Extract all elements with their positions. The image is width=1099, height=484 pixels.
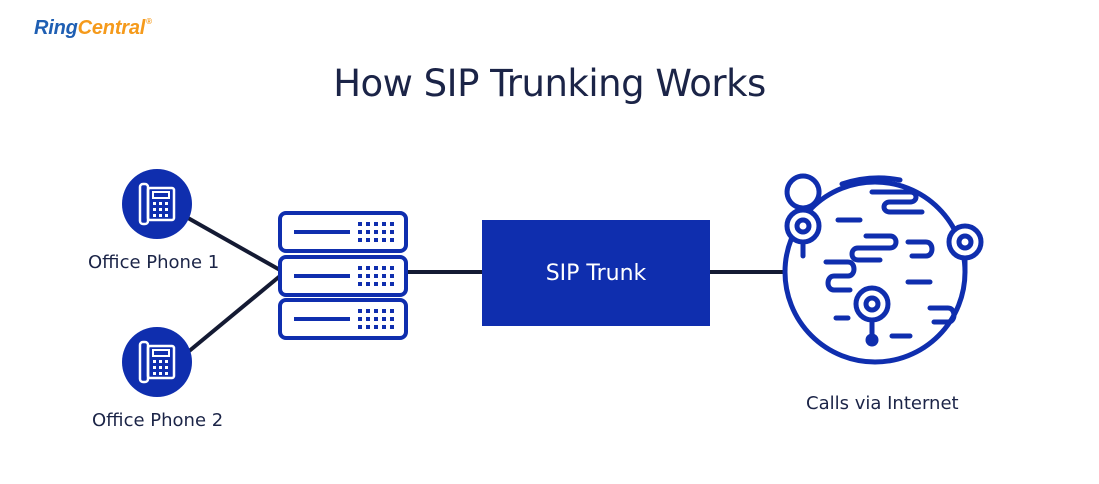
connector-phone2-server [186, 274, 282, 354]
sip-trunk-box: SIP Trunk [482, 220, 710, 326]
connector-phone1-server [187, 216, 281, 272]
ringcentral-logo: RingCentral® [34, 17, 152, 39]
server-vent-dots [358, 222, 394, 329]
office-phone-1-label: Office Phone 1 [88, 252, 220, 273]
desk-phone-icon [122, 169, 192, 239]
globe-with-pins-icon [782, 173, 984, 365]
page-title: How SIP Trunking Works [333, 62, 766, 105]
calls-via-internet-label: Calls via Internet [806, 393, 959, 414]
server-rack-icon [278, 211, 408, 340]
desk-phone-icon [122, 327, 192, 397]
office-phone-2-label: Office Phone 2 [92, 410, 224, 431]
sip-trunk-label: SIP Trunk [545, 260, 647, 286]
